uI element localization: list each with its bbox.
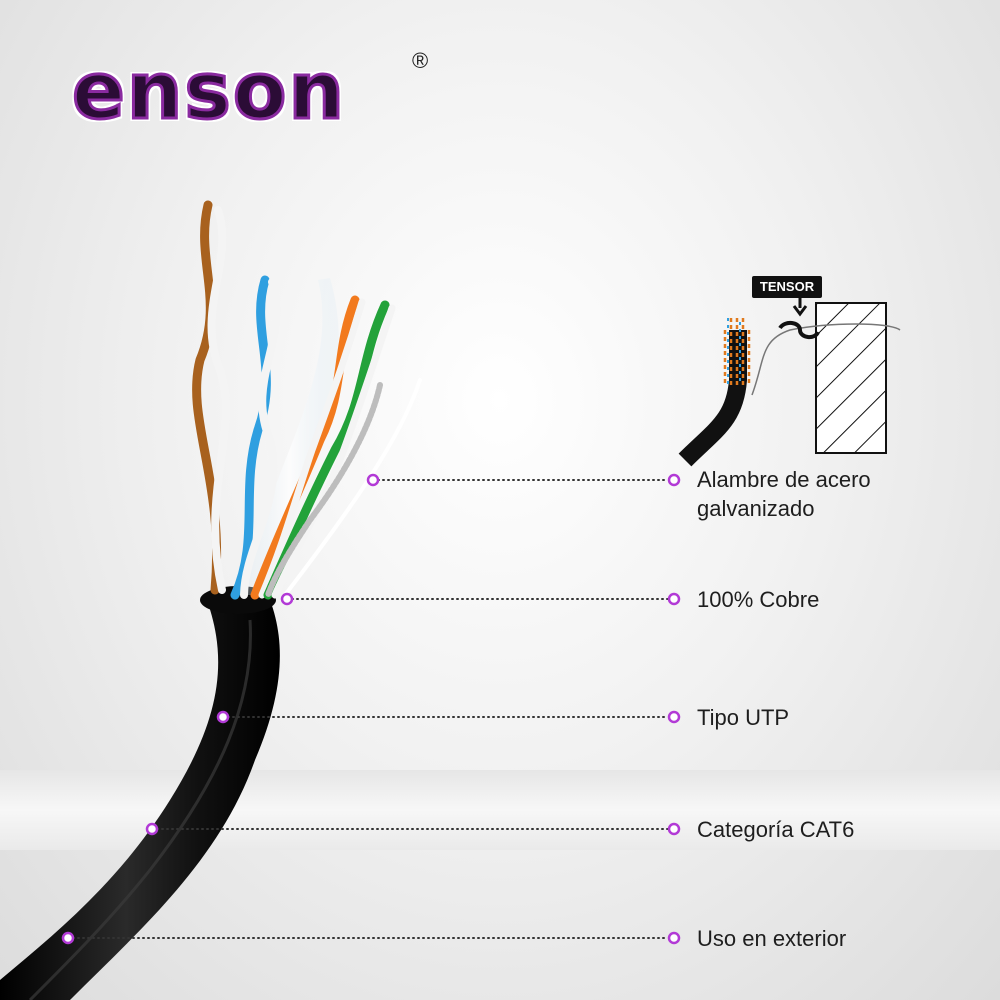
feature-galvanized-steel: Alambre de acero galvanizado — [697, 467, 871, 521]
tensor-label: TENSOR — [752, 276, 822, 298]
callout-lines — [72, 479, 669, 939]
brand-logo: enson ® — [71, 47, 442, 137]
twisted-pairs — [192, 200, 422, 600]
wall-icon — [815, 302, 887, 454]
feature-utp: Tipo UTP — [697, 705, 790, 730]
cable-jacket — [0, 586, 280, 1000]
brand-logo-wordmark: enson — [71, 47, 346, 137]
feature-outdoor: Uso en exterior — [697, 926, 847, 951]
callout-markers — [61, 473, 681, 945]
feature-cat6: Categoría CAT6 — [697, 817, 855, 842]
arrow-down-icon — [792, 298, 808, 317]
registered-mark: ® — [412, 48, 429, 73]
tensor-hook-icon — [778, 321, 820, 339]
feature-copper: 100% Cobre — [697, 587, 820, 612]
tensor-diagram — [678, 298, 901, 467]
